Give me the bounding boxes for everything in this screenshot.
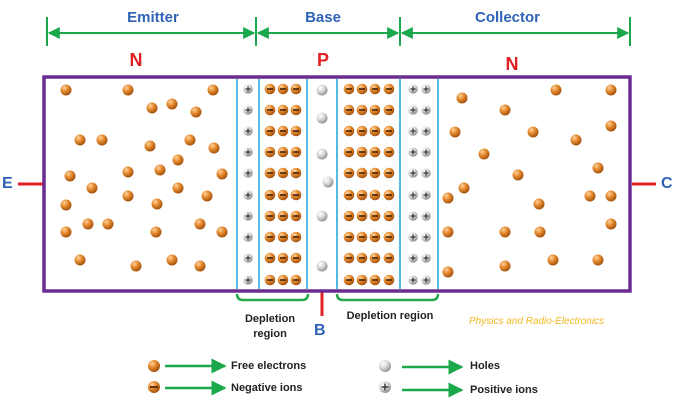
free-electron [184, 134, 196, 146]
free-electron [605, 218, 617, 230]
legend-hole-icon [379, 360, 391, 372]
free-electron [592, 162, 604, 174]
free-electron [533, 198, 545, 210]
free-electron [442, 192, 454, 204]
hole [316, 148, 328, 160]
right-depletion-bracket [335, 293, 440, 302]
free-electron [547, 254, 559, 266]
collector-terminal-label: C [661, 175, 673, 192]
free-electron [74, 134, 86, 146]
free-electron [194, 218, 206, 230]
free-electron [194, 260, 206, 272]
free-electron [130, 260, 142, 272]
free-electron [172, 182, 184, 194]
free-electron [64, 170, 76, 182]
free-electron [458, 182, 470, 194]
free-electron [570, 134, 582, 146]
legend-negative-ions-label: Negative ions [231, 382, 303, 394]
legend-positive-ions-label: Positive ions [470, 384, 538, 396]
free-electron [207, 84, 219, 96]
free-electron [605, 190, 617, 202]
free-electron [527, 126, 539, 138]
free-electron [449, 126, 461, 138]
free-electron [60, 84, 72, 96]
free-electron [154, 164, 166, 176]
free-electron [144, 140, 156, 152]
free-electron [60, 226, 72, 238]
legend-holes-label: Holes [470, 360, 500, 372]
free-electron [96, 134, 108, 146]
free-electron [201, 190, 213, 202]
free-electron [146, 102, 158, 114]
watermark-text: Physics and Radio-Electronics [469, 316, 605, 327]
hole [316, 210, 328, 222]
region-dimension-arrows [46, 17, 631, 46]
left-depletion-bracket [235, 293, 310, 302]
legend-free-electrons-label: Free electrons [231, 360, 307, 372]
junction-lines [236, 79, 439, 289]
free-electron [605, 84, 617, 96]
left-depletion-label: Depletion region [244, 313, 296, 340]
free-electron [122, 190, 134, 202]
emitter-region-title: Emitter [127, 9, 179, 26]
collector-region-title: Collector [474, 9, 540, 26]
free-electron [534, 226, 546, 238]
free-electron [166, 254, 178, 266]
free-electron [74, 254, 86, 266]
base-terminal-label: B [314, 322, 326, 339]
free-electron [190, 106, 202, 118]
emitter-terminal-label: E [2, 175, 13, 192]
right-depletion-label: Depletion region [346, 310, 434, 322]
hole [316, 112, 328, 124]
free-electron [442, 226, 454, 238]
free-electron [478, 148, 490, 160]
free-electron [592, 254, 604, 266]
free-electron [499, 260, 511, 272]
free-electron [122, 166, 134, 178]
base-region-title: Base [305, 9, 341, 26]
hole [316, 260, 328, 272]
free-electron [150, 226, 162, 238]
free-electron [122, 84, 134, 96]
free-electron [512, 169, 524, 181]
free-electron [442, 266, 454, 278]
free-electron [550, 84, 562, 96]
free-electron [456, 92, 468, 104]
free-electron [584, 190, 596, 202]
emitter-type-label: N [129, 50, 143, 70]
free-electron [102, 218, 114, 230]
free-electron [82, 218, 94, 230]
hole [322, 176, 334, 188]
free-electron [172, 154, 184, 166]
collector-type-label: N [505, 54, 519, 74]
legend-symbols [148, 358, 464, 398]
free-electron [216, 226, 228, 238]
carriers-layer [60, 83, 617, 286]
free-electron [86, 182, 98, 194]
free-electron [499, 226, 511, 238]
legend-free-electron-icon [148, 360, 160, 372]
free-electron [60, 199, 72, 211]
hole [316, 84, 328, 96]
free-electron [216, 168, 228, 180]
free-electron [499, 104, 511, 116]
base-type-label: P [316, 50, 329, 70]
free-electron [208, 142, 220, 154]
free-electron [166, 98, 178, 110]
free-electron [151, 198, 163, 210]
free-electron [605, 120, 617, 132]
